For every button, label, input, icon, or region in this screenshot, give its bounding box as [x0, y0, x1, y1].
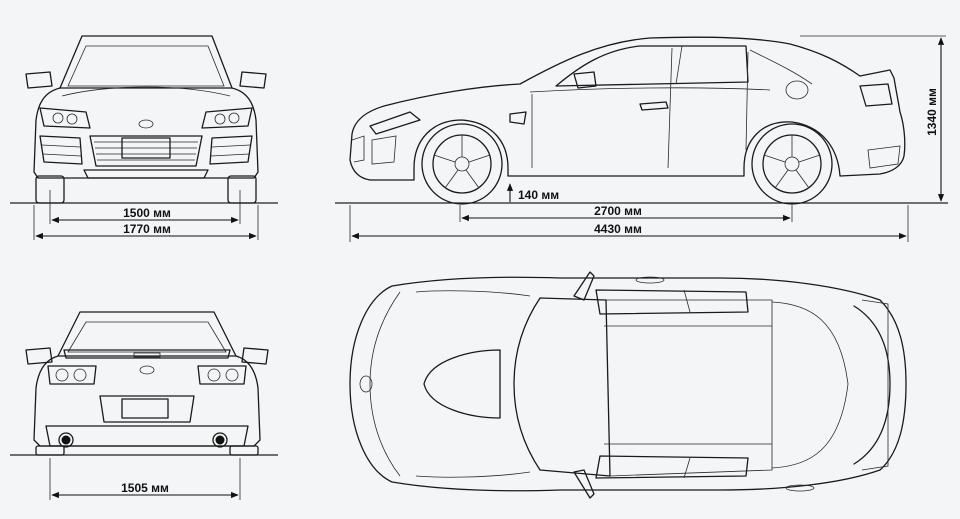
- front-dimension-lines: [33, 190, 259, 240]
- top-view: [349, 271, 907, 499]
- overall-height-label: 1340 мм: [925, 88, 939, 136]
- side-view: [335, 36, 948, 205]
- overall-length-label: 4430 мм: [594, 222, 642, 236]
- front-track-label: 1500 мм: [123, 206, 171, 220]
- wheelbase-label: 2700 мм: [594, 204, 642, 218]
- rear-dimension-lines: [49, 458, 241, 500]
- rear-track-label: 1505 мм: [121, 481, 169, 495]
- side-dimension-lines: [349, 35, 946, 242]
- front-wheel: [421, 123, 503, 205]
- rear-view: [10, 311, 278, 456]
- overall-width-label: 1770 мм: [123, 222, 171, 236]
- rear-wheel: [751, 123, 833, 205]
- front-view: [10, 35, 278, 204]
- ground-clearance-label: 140 мм: [518, 188, 559, 202]
